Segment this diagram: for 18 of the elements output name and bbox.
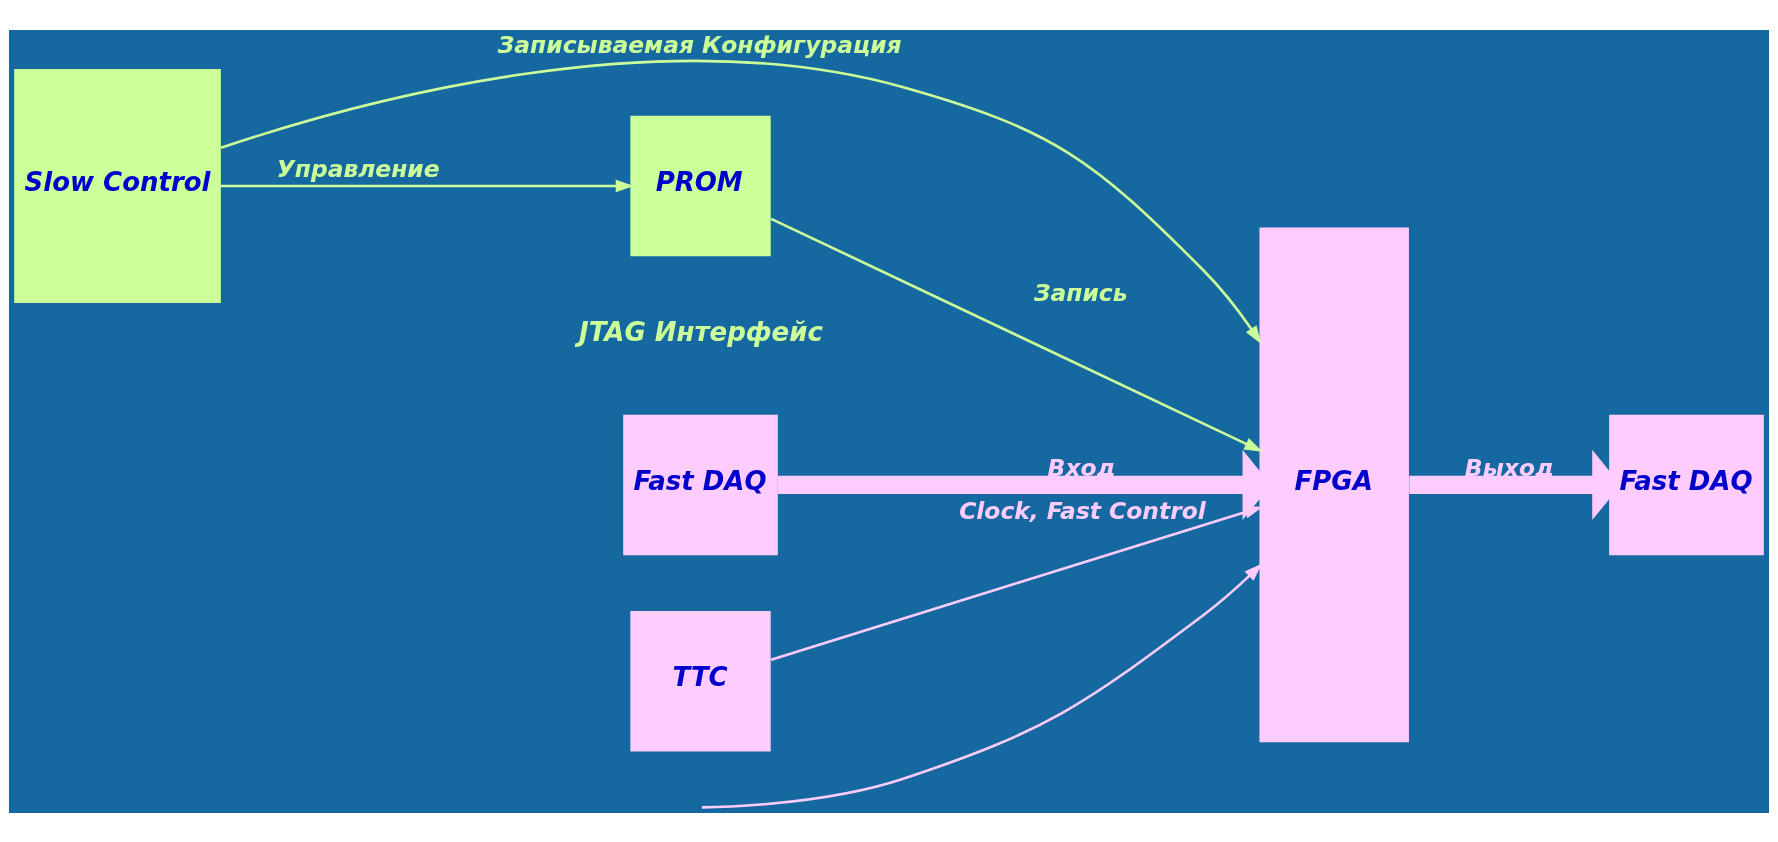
arrow <box>770 505 1263 661</box>
edge-label: Clock, Fast Control <box>959 496 1206 525</box>
edge-label: Записываемая Конфигурация <box>497 30 902 59</box>
edge-label: Вход <box>1047 453 1116 482</box>
node-box: TTC <box>630 610 771 751</box>
edge-label: Управление <box>276 154 440 183</box>
edge-label: Выход <box>1464 453 1554 482</box>
arrow <box>220 179 634 192</box>
arrow <box>770 217 1263 452</box>
arrow <box>1409 449 1621 520</box>
arrow <box>220 59 1262 344</box>
node-box: Fast DAQ <box>623 414 778 555</box>
node-box: FPGA <box>1259 227 1409 742</box>
arrow <box>701 562 1263 809</box>
node-box: Fast DAQ <box>1609 414 1764 555</box>
node-box: PROM <box>630 115 771 256</box>
node-box: Slow Control <box>14 68 221 303</box>
edge-label: Запись <box>1033 278 1128 307</box>
